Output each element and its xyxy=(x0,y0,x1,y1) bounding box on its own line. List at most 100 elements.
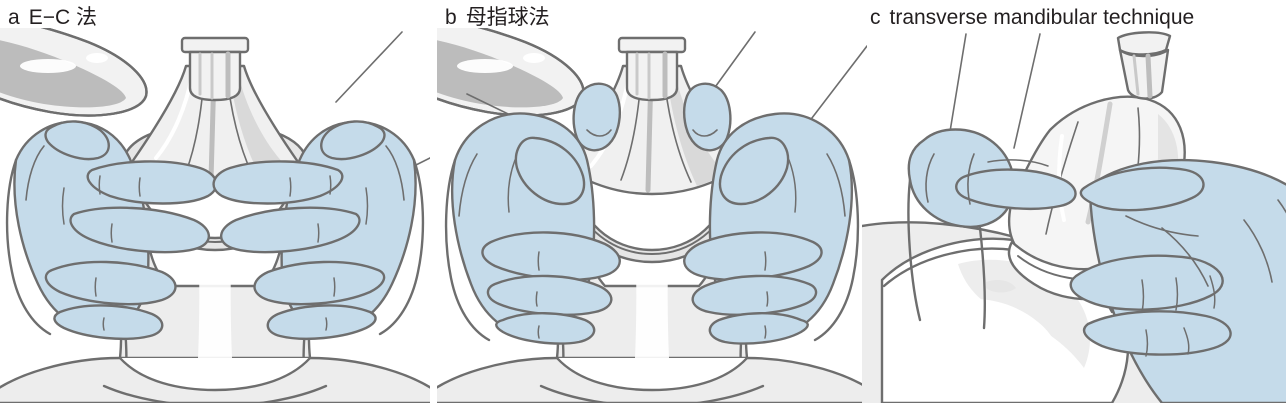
glove-left-index-finger xyxy=(481,231,621,281)
glove-right-knuckle-4 xyxy=(1145,329,1149,357)
glove-left-thumb-base xyxy=(44,120,110,161)
panel-a: a E−C 法 xyxy=(0,0,430,403)
panel-c-illustration xyxy=(862,28,1286,403)
glove-left-knuckle-4 xyxy=(94,277,97,297)
glove-right-knuckle-2 xyxy=(1175,277,1179,311)
glove-right-index-finger xyxy=(683,231,823,281)
panel-c-caption: c transverse mandibular technique xyxy=(870,2,1194,32)
connector-line-2 xyxy=(1145,53,1153,99)
glove-right-cuff xyxy=(378,158,425,336)
glove-left-crease-2 xyxy=(61,187,65,225)
glove-left-thumbnail xyxy=(586,129,612,137)
glove-left-crease-2 xyxy=(507,159,516,213)
glove-right-index-finger xyxy=(1079,166,1205,212)
glove-right-crease-1 xyxy=(1125,215,1199,237)
glove-left-index-finger xyxy=(955,168,1077,211)
glove-right-knuckle-1 xyxy=(329,175,332,195)
mask-connector-barrel xyxy=(188,50,242,102)
gown-collar-seam xyxy=(102,384,328,403)
glove-left-knuckle-3 xyxy=(537,325,540,339)
glove-left-crease-1 xyxy=(458,153,478,217)
glove-right-crease-1 xyxy=(385,145,405,201)
panel-b-label: 母指球法 xyxy=(465,5,550,29)
glove-right-thumbnail xyxy=(692,129,718,137)
patient-head-shadow xyxy=(0,40,126,108)
glove-right-crease-4 xyxy=(1277,199,1286,214)
glove-right-knuckle-4 xyxy=(333,277,336,297)
head-highlight-1 xyxy=(457,59,513,73)
panel-a-illustration xyxy=(0,28,430,403)
gown-collar-inner xyxy=(118,356,312,392)
patient-head-shadow xyxy=(437,40,563,108)
glove-left-middle-finger xyxy=(44,260,177,306)
glove-right-thenar xyxy=(718,136,790,206)
glove-right-cuff xyxy=(813,158,860,342)
panel-c: c transverse mandibular technique xyxy=(862,0,1286,403)
chin-dimple xyxy=(986,280,1016,293)
glove-right-thumb-base xyxy=(320,120,386,161)
glove-left-crease-2 xyxy=(967,153,975,205)
glove-right-knuckle-1 xyxy=(764,251,767,271)
leader-line-top xyxy=(712,31,756,91)
glove-left-cuff-left xyxy=(907,178,922,322)
glove-left-crease-1 xyxy=(25,145,45,201)
glove-left-knuckle-2 xyxy=(535,291,538,307)
glove-right-middle-finger xyxy=(1069,254,1224,311)
glove-right-knuckle-5 xyxy=(325,317,328,331)
glove-left-middle-finger xyxy=(486,274,613,317)
panel-b-letter: b xyxy=(445,5,457,29)
glove-right-crease-2 xyxy=(1161,227,1209,287)
mask-connector-flange xyxy=(1116,31,1172,56)
glove-left-cuff xyxy=(444,158,491,342)
glove-left-knuckle-1 xyxy=(98,175,101,195)
panel-b-caption: b 母指球法 xyxy=(445,2,550,32)
glove-right-knuckle-2 xyxy=(766,291,769,307)
glove-right-knuckle-3 xyxy=(1209,275,1216,309)
panel-a-letter: a xyxy=(8,5,20,29)
glove-right-knuckle-5 xyxy=(1183,327,1190,355)
panel-b: b 母指球法 xyxy=(437,0,867,403)
glove-left-knuckle-5 xyxy=(102,317,105,331)
panel-c-label: transverse mandibular technique xyxy=(889,5,1195,29)
glove-right-middle-finger xyxy=(253,260,386,306)
panel-a-label: E−C 法 xyxy=(28,5,97,29)
mask-connector-barrel xyxy=(1118,48,1170,100)
head-highlight-1 xyxy=(20,59,76,73)
panel-c-letter: c xyxy=(870,5,881,29)
connector-line-1 xyxy=(1132,54,1140,96)
mask-connector-flange xyxy=(617,36,687,54)
glove-left-crease-1 xyxy=(925,153,935,203)
panel-b-illustration xyxy=(437,28,867,403)
gown-collar-seam xyxy=(539,384,765,403)
glove-left-thumb xyxy=(69,206,210,254)
glove-left-cuff-right xyxy=(978,226,986,330)
leader-line-right xyxy=(335,31,403,103)
glove-right-crease-2 xyxy=(788,159,797,213)
head-highlight-2 xyxy=(523,53,545,63)
head-highlight-2 xyxy=(86,53,108,63)
mask-connector-barrel xyxy=(625,50,679,102)
mask-shade-right xyxy=(1126,114,1179,252)
mask-cone-shade xyxy=(230,74,284,176)
gown-collar-inner xyxy=(555,356,749,392)
glove-right-knuckle-3 xyxy=(764,325,767,339)
glove-left-index-finger xyxy=(86,160,218,205)
glove-left-finger-line xyxy=(987,159,1049,167)
glove-right-knuckle-2 xyxy=(289,177,292,197)
glove-right-knuckle-1 xyxy=(1141,279,1145,313)
panel-a-caption: a E−C 法 xyxy=(8,2,97,32)
glove-left-knuckle-1 xyxy=(537,251,540,271)
glove-right-crease-3 xyxy=(1243,219,1273,283)
patient-head-outline xyxy=(0,28,148,117)
glove-right-knuckle-3 xyxy=(317,223,320,243)
glove-left-cuff xyxy=(5,158,52,336)
glove-left-thumb-up xyxy=(572,82,621,152)
glove-left-thenar xyxy=(514,136,586,206)
glove-left-knuckle-3 xyxy=(110,223,113,243)
glove-right-ring-finger xyxy=(266,304,377,341)
glove-right-ring-finger xyxy=(708,312,809,345)
glove-right-crease-2 xyxy=(365,187,369,225)
glove-left-ring-finger xyxy=(495,312,596,345)
chin-highlight xyxy=(948,298,1062,382)
glove-right-crease-1 xyxy=(826,153,846,217)
